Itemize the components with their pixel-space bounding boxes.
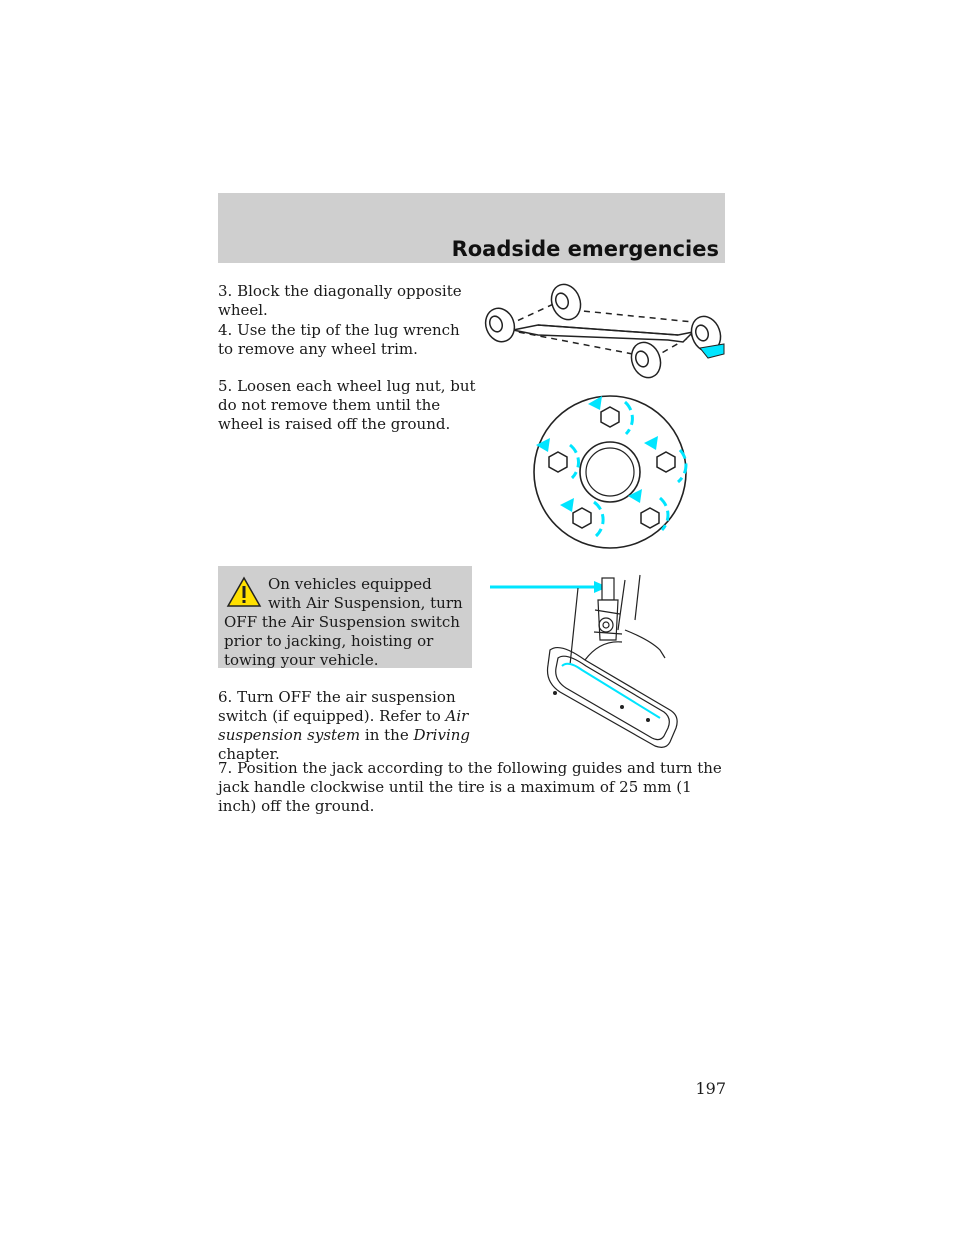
wheel-block-figure	[484, 283, 725, 379]
step-6-text-a: 6. Turn OFF the air suspension switch (i…	[218, 688, 456, 725]
step-4: 4. Use the tip of the lug wrench to remo…	[218, 321, 460, 358]
step-6: 6. Turn OFF the air suspension switch (i…	[218, 688, 478, 764]
warning-box: On vehicles equipped with Air Suspension…	[218, 566, 472, 669]
step-6-text-c: chapter.	[218, 745, 280, 763]
air-suspension-switch-figure	[490, 574, 678, 748]
step-6-reference-air-suspension: Air suspension system	[218, 707, 469, 744]
step-3: 3. Block the diagonally opposite wheel.	[218, 282, 462, 319]
section-header: Roadside emergencies	[218, 193, 725, 263]
page-number: 197	[695, 1079, 726, 1098]
step-5: 5. Loosen each wheel lug nut, but do not…	[218, 377, 476, 433]
warning-text: On vehicles equipped with Air Suspension…	[224, 575, 463, 669]
step-7: 7. Position the jack according to the fo…	[218, 759, 722, 815]
section-title: Roadside emergencies	[451, 237, 719, 261]
step-6-text-b: in the	[360, 726, 414, 744]
warning-triangle-icon	[226, 576, 262, 607]
lug-nut-figure	[533, 395, 688, 549]
step-6-reference-driving: Driving	[413, 726, 471, 744]
